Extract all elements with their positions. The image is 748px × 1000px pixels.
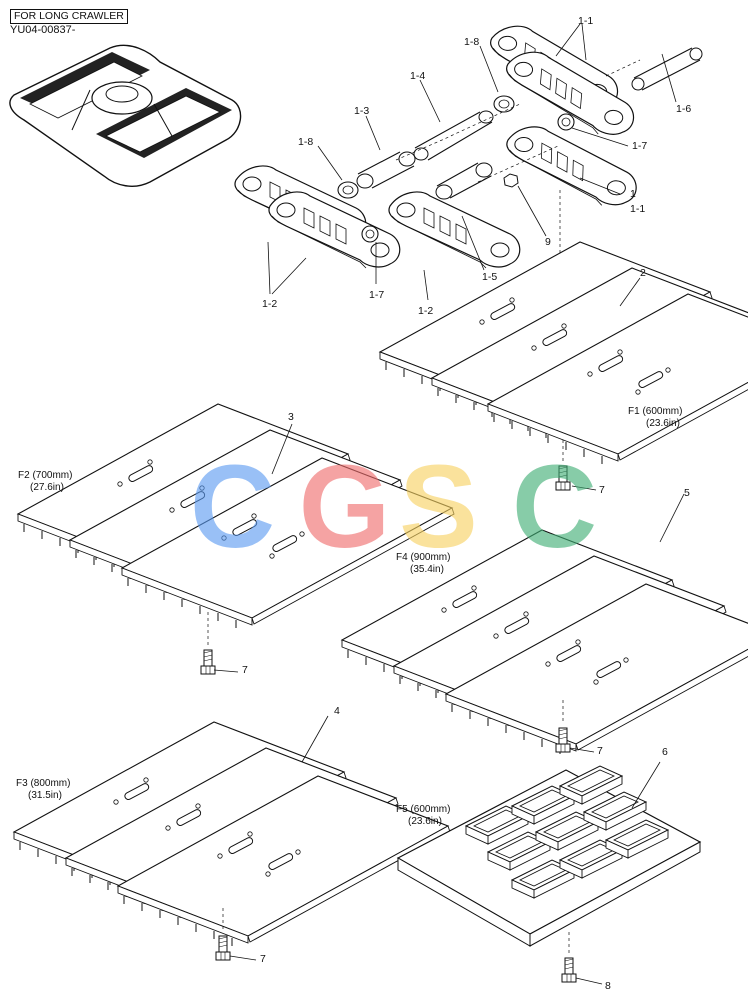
callout-7-f1: 7 xyxy=(599,484,605,496)
callout-7-f3: 7 xyxy=(260,953,266,965)
shoe-f1 xyxy=(379,241,748,491)
callout-8: 8 xyxy=(605,980,611,992)
callout-1-1-lower: 1-1 xyxy=(630,203,646,215)
caption-f4-inch: (35.4in) xyxy=(410,564,444,575)
caption-f3-name: F3 (800mm) xyxy=(16,778,71,789)
callout-7-f4: 7 xyxy=(597,745,603,757)
shoe-f3 xyxy=(13,721,451,961)
callout-9: 9 xyxy=(545,236,551,248)
caption-f4-name: F4 (900mm) xyxy=(396,552,451,563)
caption-f5-name: F5 (600mm) xyxy=(396,804,451,815)
watermark-letter-s: S xyxy=(399,441,478,573)
crawler-thumbnail xyxy=(9,44,242,187)
caption-f3-inch: (31.5in) xyxy=(28,790,62,801)
callout-3: 3 xyxy=(288,411,294,423)
callout-1-5: 1-5 xyxy=(482,271,498,283)
callout-5: 5 xyxy=(684,487,690,499)
callout-1-8-left: 1-8 xyxy=(298,136,314,148)
caption-f1-inch: (23.6in) xyxy=(646,418,680,429)
callout-1-2-right: 1-2 xyxy=(418,305,434,317)
callout-2: 2 xyxy=(640,267,646,279)
shoe-f5 xyxy=(396,765,702,983)
callout-1-4: 1-4 xyxy=(410,70,426,82)
caption-f5-inch: (23.6in) xyxy=(408,816,442,827)
watermark-letter-c2: C xyxy=(511,441,598,573)
document-code: YU04-00837- xyxy=(10,24,76,36)
callout-1: 1 xyxy=(630,188,636,200)
callout-1-2-left: 1-2 xyxy=(262,298,278,310)
watermark-letter-g: G xyxy=(298,441,391,573)
callout-1-6: 1-6 xyxy=(676,103,692,115)
callout-1-7-left: 1-7 xyxy=(369,289,385,301)
crawler-type-tag: FOR LONG CRAWLER xyxy=(10,9,128,24)
link-assembly xyxy=(234,23,703,372)
callout-1-8-top: 1-8 xyxy=(464,36,480,48)
callout-1-1-top: 1-1 xyxy=(578,15,594,27)
watermark-letter-c1: C xyxy=(189,441,276,573)
shoe-f4 xyxy=(341,529,748,755)
callout-4: 4 xyxy=(334,705,340,717)
caption-f1-name: F1 (600mm) xyxy=(628,406,683,417)
caption-f2-inch: (27.6in) xyxy=(30,482,64,493)
callout-1-7-right: 1-7 xyxy=(632,140,648,152)
callout-6: 6 xyxy=(662,746,668,758)
leader-lines xyxy=(213,23,685,985)
caption-f2-name: F2 (700mm) xyxy=(18,470,73,481)
callout-7-f2: 7 xyxy=(242,664,248,676)
callout-1-3: 1-3 xyxy=(354,105,370,117)
